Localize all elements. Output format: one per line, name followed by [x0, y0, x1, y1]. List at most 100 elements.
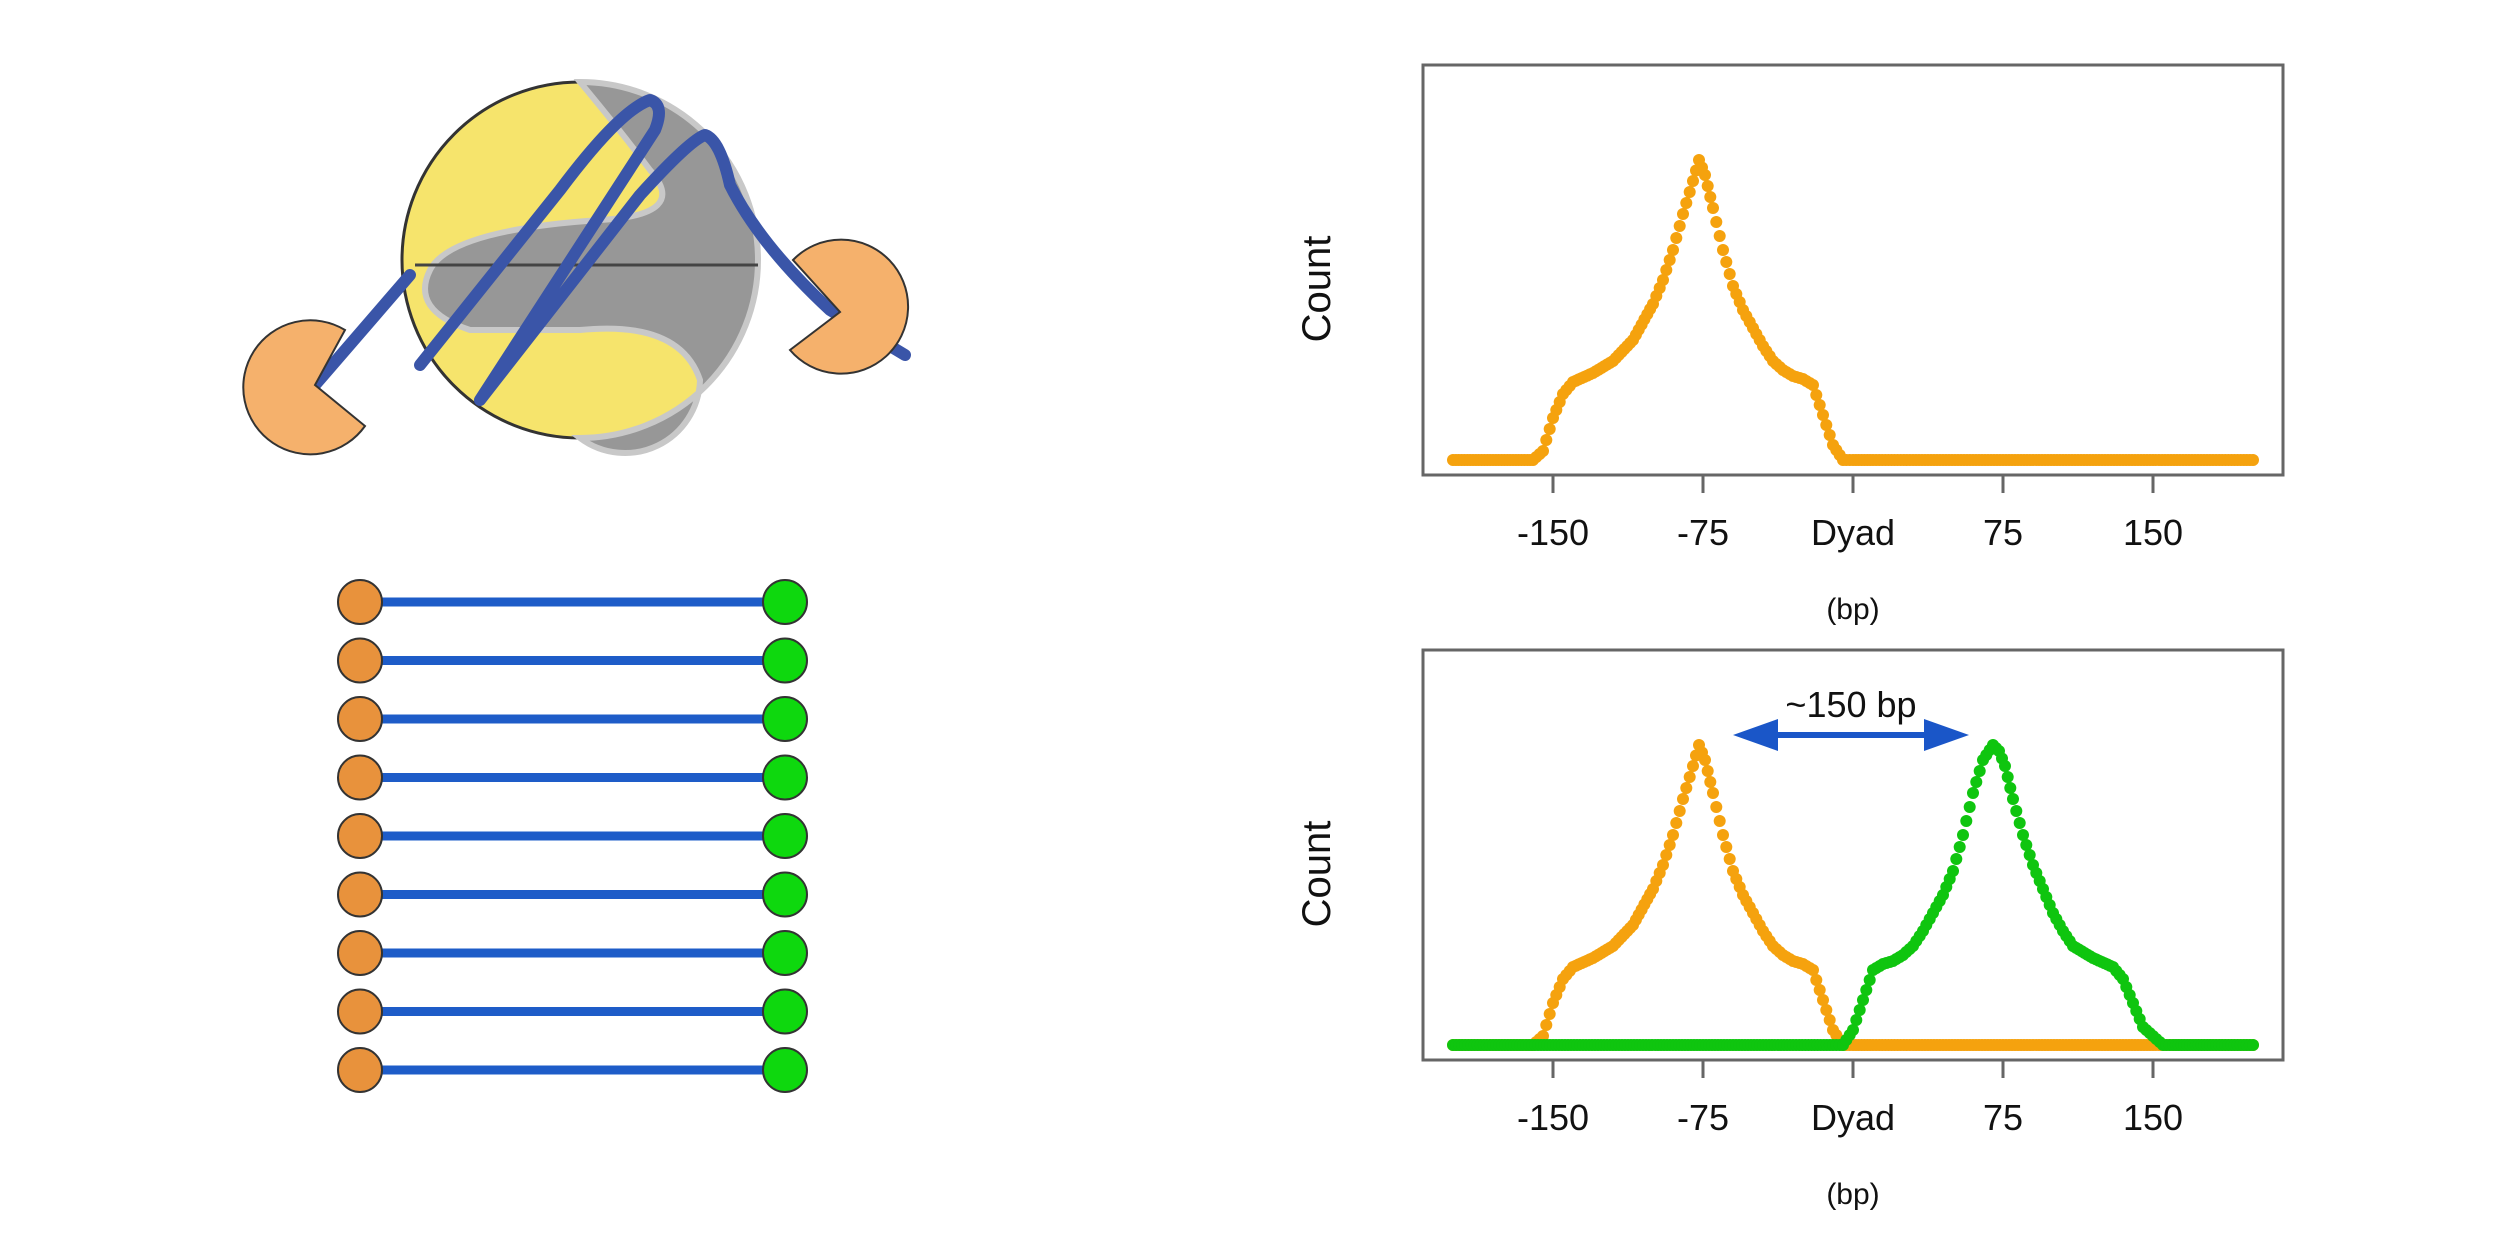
x-tick-label: Dyad	[1811, 512, 1895, 553]
fragment	[337, 1047, 808, 1093]
x-tick-label: Dyad	[1811, 1097, 1895, 1138]
data-point	[2020, 839, 2033, 851]
data-point	[2010, 805, 2023, 817]
data-point	[1713, 230, 1726, 242]
data-point	[1657, 274, 1669, 286]
data-point	[1947, 865, 1959, 877]
x-tick-label: -150	[1517, 512, 1589, 553]
fragment	[337, 579, 808, 625]
fragment-left-end	[337, 696, 383, 742]
x-tick-label: 150	[2123, 512, 2183, 553]
x-tick-label: -75	[1677, 1097, 1729, 1138]
data-point	[1673, 805, 1686, 817]
fragment-left-end	[337, 813, 383, 859]
data-point	[1657, 859, 1669, 871]
fragment-left-end	[337, 579, 383, 625]
y-axis-title: Count	[1295, 821, 1339, 928]
data-point	[2007, 793, 2019, 805]
arrow-head-right	[1924, 719, 1969, 751]
series	[1447, 739, 2259, 1051]
fragment-right-end	[762, 637, 808, 684]
fragment-left-end	[337, 988, 383, 1035]
data-point	[1820, 1004, 1833, 1016]
data-point	[2247, 454, 2259, 466]
data-point	[1723, 853, 1736, 865]
data-point	[1707, 202, 1719, 214]
distance-annotation: ~150 bp	[1733, 684, 1969, 751]
right-pacman	[788, 238, 910, 375]
series	[1447, 154, 2259, 466]
fragment	[337, 754, 808, 801]
data-point	[1707, 787, 1719, 799]
fragment-left-end	[337, 930, 383, 976]
data-point	[1810, 974, 1823, 986]
data-point	[1680, 197, 1693, 209]
data-point	[1683, 771, 1696, 783]
data-point	[1537, 445, 1549, 457]
x-axis-title: (bp)	[1826, 593, 1879, 626]
fragment-ladder	[337, 579, 808, 1093]
data-point	[1813, 984, 1826, 996]
fragment-right-end	[762, 871, 808, 918]
fragment	[337, 696, 808, 742]
fragment	[337, 813, 808, 859]
data-point	[1813, 399, 1826, 411]
left-pacman	[242, 319, 367, 456]
data-point	[1683, 186, 1696, 198]
fragment-right-end	[762, 579, 808, 625]
x-tick-label: 75	[1983, 512, 2023, 553]
fragment-right-end	[762, 1047, 808, 1093]
data-point	[1963, 801, 1976, 813]
y-axis-title: Count	[1295, 236, 1339, 343]
data-point	[1717, 244, 1729, 256]
data-point	[1699, 754, 1711, 766]
data-point	[1660, 849, 1673, 861]
data-point	[1723, 268, 1736, 280]
data-point	[1701, 180, 1714, 192]
x-axis-title: (bp)	[1826, 1178, 1879, 1211]
data-point	[1999, 760, 2011, 772]
data-point	[1967, 787, 1979, 799]
arrow-head-left	[1733, 719, 1778, 751]
fragment	[337, 871, 808, 918]
data-point	[1677, 208, 1689, 220]
data-point	[1857, 994, 1869, 1006]
data-point	[2017, 829, 2029, 841]
data-point	[1713, 815, 1726, 827]
x-axis-ticks: -150 -75 Dyad 75 150	[1517, 475, 2183, 553]
x-tick-label: -150	[1517, 1097, 1589, 1138]
data-point	[1950, 853, 1963, 865]
chart-top: -150 -75 Dyad 75 150 Count (bp)	[1295, 63, 2285, 626]
data-point	[1540, 434, 1553, 446]
data-point	[1817, 994, 1829, 1006]
fragment-right-end	[762, 988, 808, 1035]
data-point	[1680, 782, 1693, 794]
fragment-right-end	[762, 930, 808, 976]
data-point	[1717, 829, 1729, 841]
data-point	[1720, 256, 1733, 268]
data-point	[2013, 817, 2026, 829]
fragment	[337, 988, 808, 1035]
data-point	[2001, 771, 2014, 783]
data-point	[1673, 220, 1686, 232]
data-point	[1860, 984, 1873, 996]
data-points	[1447, 739, 2259, 1051]
fragment-left-end	[337, 754, 383, 801]
x-tick-label: -75	[1677, 512, 1729, 553]
data-point	[1710, 216, 1723, 228]
data-point	[1960, 815, 1973, 827]
data-point	[1677, 793, 1689, 805]
data-point	[1701, 765, 1714, 777]
data-point	[1667, 829, 1679, 841]
data-point	[1970, 776, 1983, 788]
data-point	[2247, 1039, 2259, 1051]
data-point	[1537, 1030, 1549, 1042]
data-point	[1847, 1024, 1859, 1036]
data-point	[1807, 964, 1819, 976]
data-point	[1720, 841, 1733, 853]
data-point	[1823, 1014, 1836, 1026]
data-point	[1807, 379, 1819, 391]
data-point	[1973, 765, 1986, 777]
fragment	[337, 930, 808, 976]
data-point	[1660, 264, 1673, 276]
